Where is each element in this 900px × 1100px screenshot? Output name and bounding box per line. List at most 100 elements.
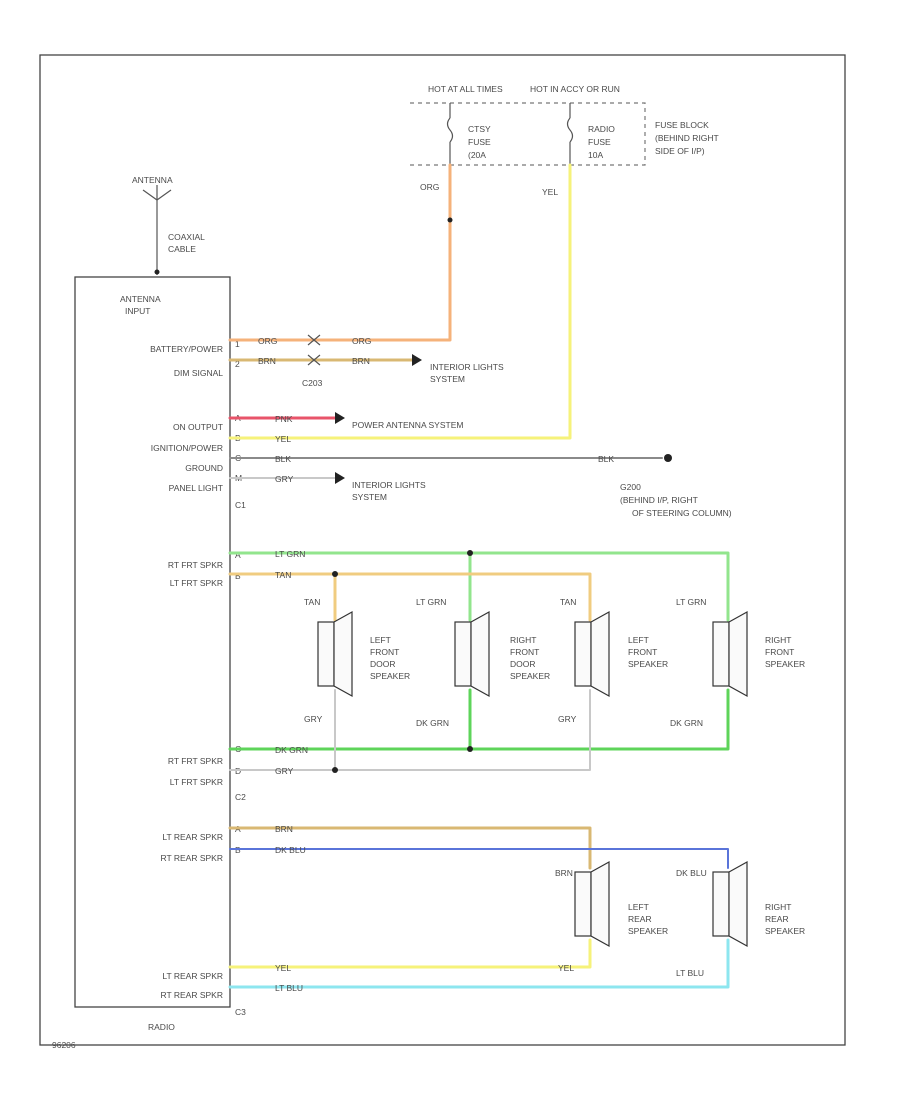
wire-lt-blu xyxy=(228,938,730,989)
pin-panel-light: PANEL LIGHT xyxy=(169,483,223,493)
wire-label-yel: YEL xyxy=(275,434,291,444)
pin-rt-rear-spkr-1: RT REAR SPKR xyxy=(160,853,223,863)
wire-label-lt-grn: LT GRN xyxy=(416,597,446,607)
connector-c2: C2 xyxy=(235,792,246,802)
wire-label-gry: GRY xyxy=(304,714,323,724)
wire-label-org-vertical: ORG xyxy=(420,182,439,192)
pin-number: B xyxy=(235,571,241,581)
wire-label-lt-blu: LT BLU xyxy=(275,983,303,993)
diagram-border xyxy=(39,54,846,1046)
pin-number: 1 xyxy=(235,339,240,349)
antenna-icon xyxy=(142,185,172,275)
coaxial-line1: COAXIAL xyxy=(168,232,205,242)
wire-label-lt-grn: LT GRN xyxy=(275,549,305,559)
radio-unit xyxy=(74,276,231,1008)
splice-dot xyxy=(447,217,453,223)
c203-connector-icon xyxy=(307,334,321,366)
arrow-icon xyxy=(335,412,345,424)
rr-speaker-line1: RIGHT xyxy=(765,902,791,912)
rr-speaker-line2: REAR xyxy=(765,914,789,924)
lf-door-speaker-line3: DOOR xyxy=(370,659,396,669)
wire-tan xyxy=(228,572,592,622)
rf-speaker-line2: FRONT xyxy=(765,647,794,657)
interior-lights-2-line2: SYSTEM xyxy=(352,492,387,502)
rf-speaker-line1: RIGHT xyxy=(765,635,791,645)
wire-label-dk-grn: DK GRN xyxy=(275,745,308,755)
ground-line1: G200 xyxy=(620,482,641,492)
arrow-icon xyxy=(412,354,422,366)
fuse-block-line3: SIDE OF I/P) xyxy=(655,146,705,156)
radio-fuse: RADIO FUSE 10A xyxy=(566,103,615,165)
interior-lights-1-line1: INTERIOR LIGHTS xyxy=(430,362,504,372)
pin-ignition-power: IGNITION/POWER xyxy=(151,443,223,453)
lf-door-speaker-line4: SPEAKER xyxy=(370,671,410,681)
ground-line3: OF STEERING COLUMN) xyxy=(632,508,732,518)
wire-lt-grn xyxy=(228,551,730,622)
connector-c1: C1 xyxy=(235,500,246,510)
lf-speaker-line2: FRONT xyxy=(628,647,657,657)
rf-speaker-line3: SPEAKER xyxy=(765,659,805,669)
pin-number: 2 xyxy=(235,359,240,369)
pin-lt-frt-spkr-1: LT FRT SPKR xyxy=(170,578,223,588)
wire-label-gry: GRY xyxy=(558,714,577,724)
figure-code: 96206 xyxy=(52,1040,76,1050)
wire-label-gry: GRY xyxy=(275,766,294,776)
wire-dk-grn xyxy=(228,688,730,751)
pin-lt-rear-spkr-1: LT REAR SPKR xyxy=(162,832,223,842)
wire-label-tan: TAN xyxy=(304,597,320,607)
wire-dk-blu xyxy=(229,848,729,869)
fuse1-line2: FUSE xyxy=(468,137,491,147)
splice-dot xyxy=(332,571,338,577)
antenna-input-line1: ANTENNA xyxy=(120,294,161,304)
splice-dot xyxy=(332,767,338,773)
lf-door-speaker-line1: LEFT xyxy=(370,635,391,645)
wire-org xyxy=(228,163,452,342)
speaker-icon xyxy=(317,610,353,698)
wire-label-brn: BRN xyxy=(275,824,293,834)
wire-label-yel-vertical: YEL xyxy=(542,187,558,197)
ctsy-fuse: CTSY FUSE (20A xyxy=(446,103,491,165)
hot-in-accy-label: HOT IN ACCY OR RUN xyxy=(530,84,620,94)
power-antenna-label: POWER ANTENNA SYSTEM xyxy=(352,420,463,430)
wire-label-dk-grn: DK GRN xyxy=(416,718,449,728)
hot-at-all-times-label: HOT AT ALL TIMES xyxy=(428,84,503,94)
wire-yel xyxy=(228,163,572,440)
antenna-label: ANTENNA xyxy=(132,175,173,185)
connector-c3: C3 xyxy=(235,1007,246,1017)
wire-gry-front xyxy=(229,689,591,771)
speaker-icon xyxy=(712,860,748,948)
wire-label-gry: GRY xyxy=(275,474,294,484)
lf-door-speaker-line2: FRONT xyxy=(370,647,399,657)
wire-label-brn: BRN xyxy=(555,868,573,878)
wire-label-blk: BLK xyxy=(275,454,291,464)
wire-yel-rear xyxy=(228,938,592,969)
wire-label-org: ORG xyxy=(258,336,277,346)
wire-label-yel: YEL xyxy=(558,963,574,973)
wire-label-tan: TAN xyxy=(560,597,576,607)
wire-label-dk-blu: DK BLU xyxy=(275,845,306,855)
wire-label-dk-grn: DK GRN xyxy=(670,718,703,728)
pin-on-output: ON OUTPUT xyxy=(173,422,223,432)
ground-point-icon xyxy=(664,454,672,462)
lr-speaker-line3: SPEAKER xyxy=(628,926,668,936)
ground-line2: (BEHIND I/P, RIGHT xyxy=(620,495,698,505)
fuse-block-outline xyxy=(410,102,646,166)
wire-label-dk-blu: DK BLU xyxy=(676,868,707,878)
wire-label-tan: TAN xyxy=(275,570,291,580)
splice-dot xyxy=(467,746,473,752)
rf-door-speaker-line4: SPEAKER xyxy=(510,671,550,681)
speaker-icon xyxy=(574,610,610,698)
speaker-icon xyxy=(454,610,490,698)
arrow-icon xyxy=(335,472,345,484)
pin-lt-frt-spkr-2: LT FRT SPKR xyxy=(170,777,223,787)
pin-rt-rear-spkr-2: RT REAR SPKR xyxy=(160,990,223,1000)
lr-speaker-line2: REAR xyxy=(628,914,652,924)
wire-label-lt-grn: LT GRN xyxy=(676,597,706,607)
fuse2-line2: FUSE xyxy=(588,137,611,147)
coaxial-line2: CABLE xyxy=(168,244,196,254)
radio-label: RADIO xyxy=(148,1022,175,1032)
wire-label-yel: YEL xyxy=(275,963,291,973)
fuse1-line1: CTSY xyxy=(468,124,491,134)
wire-label-pnk: PNK xyxy=(275,414,293,424)
